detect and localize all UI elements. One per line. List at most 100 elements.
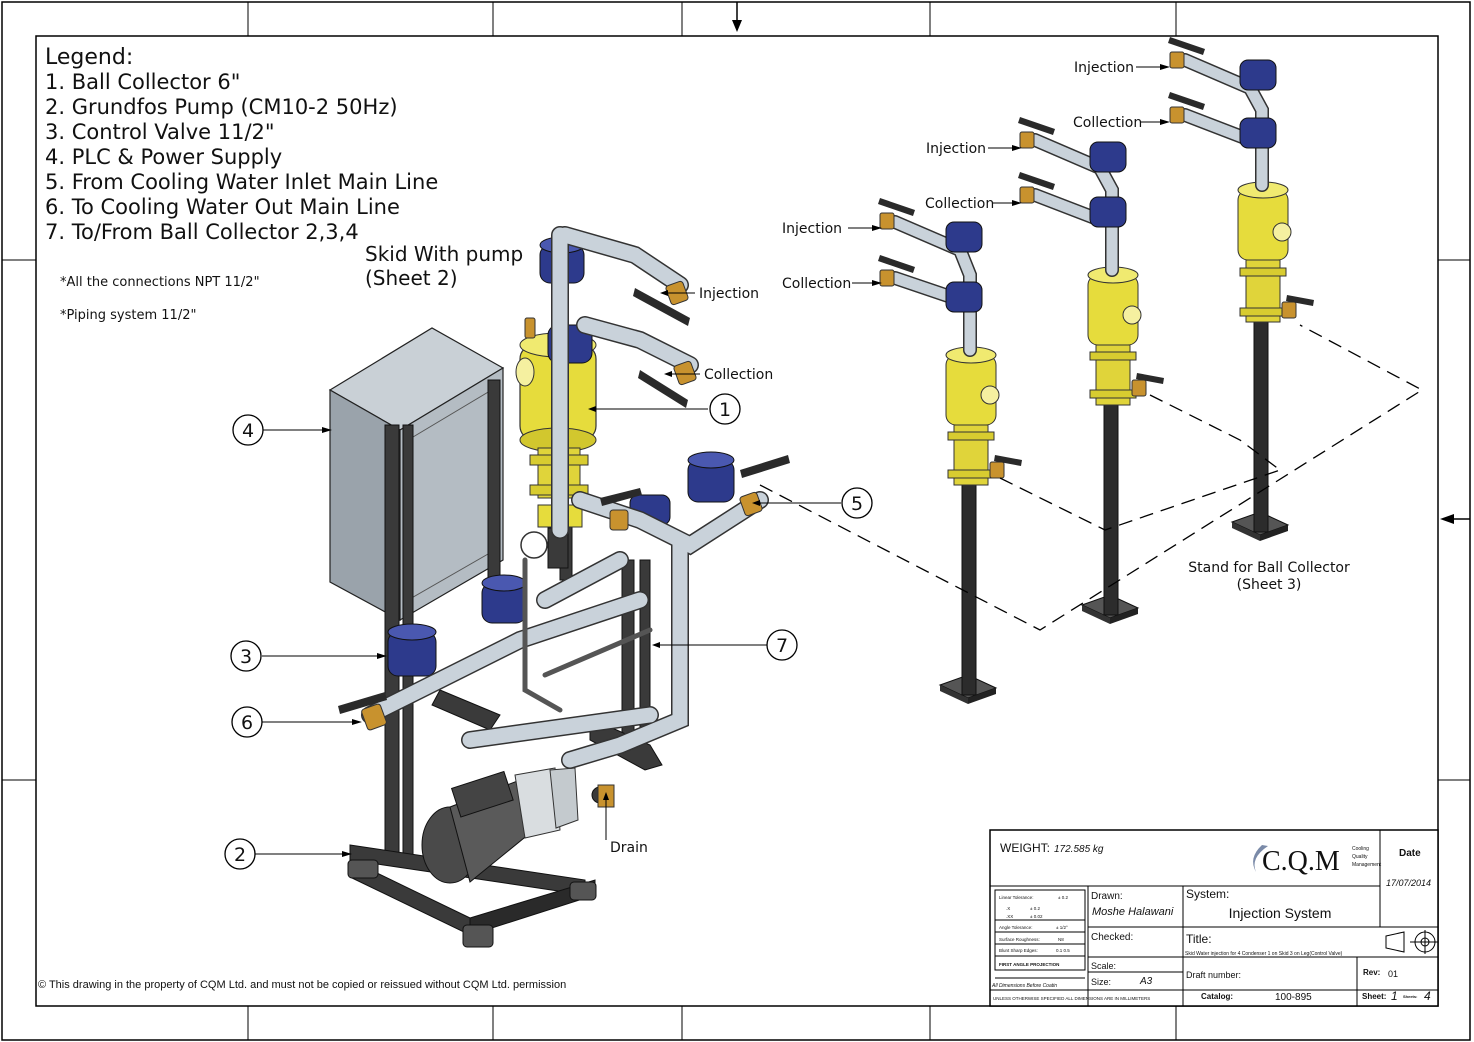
- sheet-label: Sheet:: [1362, 992, 1386, 1001]
- component-labels: Injection Collection Injection Collectio…: [610, 60, 1350, 856]
- scale-label: Scale:: [1091, 961, 1116, 971]
- balloon-2: 2: [234, 844, 246, 866]
- balloon-7: 7: [776, 635, 788, 657]
- system-label: System:: [1186, 887, 1229, 901]
- title-label: Title:: [1186, 932, 1212, 946]
- leader-arrowheads: [322, 64, 1170, 857]
- inner-border: [35, 35, 1439, 1007]
- tol-angle-value: ± 1/2°: [1056, 925, 1068, 930]
- blue-actuators-stands: [945, 59, 1277, 313]
- legend-item: 4. PLC & Power Supply: [45, 145, 282, 169]
- logo-sub-1: Cooling: [1352, 846, 1369, 852]
- size-value: A3: [1139, 976, 1153, 987]
- label-collection-b: Collection: [925, 196, 994, 212]
- tol-linear-value: ± 0.2: [1058, 895, 1068, 900]
- callout-balloons: 1 2 3 4 5 6 7: [224, 393, 873, 870]
- tol-xx-label: .XX: [1006, 914, 1013, 919]
- label-injection-skid: Injection: [699, 286, 759, 302]
- checked-label: Checked:: [1091, 932, 1133, 943]
- balloon-1: 1: [719, 399, 731, 421]
- label-injection-c: Injection: [1074, 60, 1134, 76]
- tol-xx-value: ± 0.02: [1030, 914, 1043, 919]
- pressure-gauge: [520, 531, 548, 559]
- legend-item: 2. Grundfos Pump (CM10-2 50Hz): [45, 95, 398, 119]
- tol-x-value: ± 0.2: [1030, 906, 1040, 911]
- weight-value: 172.585 kg: [1054, 844, 1104, 855]
- skid-assembly: [328, 226, 790, 948]
- title-value: Skid Water injection for 4 Condenser 1 o…: [1185, 951, 1343, 957]
- label-collection-a: Collection: [782, 276, 851, 292]
- balloon-4: 4: [242, 420, 254, 442]
- note-connections: *All the connections NPT 11/2": [60, 275, 260, 290]
- logo-sub-2: Quality: [1352, 854, 1368, 860]
- logo-sub-3: Management: [1352, 862, 1382, 868]
- tol-edges-value: 0.1 0.5: [1056, 948, 1070, 953]
- stand-sheet: (Sheet 3): [1237, 577, 1302, 593]
- skid-piping: [361, 226, 769, 769]
- legend: Legend: 1. Ball Collector 6" 2. Grundfos…: [45, 45, 438, 244]
- grundfos-pump: [421, 767, 609, 884]
- sheets-value: 4: [1424, 989, 1431, 1003]
- legend-item: 7. To/From Ball Collector 2,3,4: [45, 220, 359, 244]
- sheets-label: Sheets:: [1403, 994, 1417, 999]
- drawn-label: Drawn:: [1091, 891, 1123, 902]
- size-label: Size:: [1091, 977, 1111, 987]
- label-drain: Drain: [610, 840, 648, 856]
- unless-note: UNLESS OTHERWISE SPECIFIED ALL DIMENSION…: [993, 996, 1150, 1001]
- tol-roughness-value: N8: [1058, 937, 1064, 942]
- stand-assemblies: [878, 37, 1314, 704]
- copyright-note: © This drawing in the property of CQM Lt…: [38, 979, 566, 991]
- label-injection-b: Injection: [926, 141, 986, 157]
- center-arrow-top: [732, 2, 742, 32]
- projection-symbol: [1385, 930, 1438, 954]
- brass-fittings-skid: [361, 280, 763, 731]
- label-collection-c: Collection: [1073, 115, 1142, 131]
- center-arrow-right: [1440, 514, 1470, 524]
- legend-item: 1. Ball Collector 6": [45, 70, 240, 94]
- date-value: 17/07/2014: [1386, 878, 1431, 888]
- skid-sheet: (Sheet 2): [365, 266, 458, 290]
- legend-item: 5. From Cooling Water Inlet Main Line: [45, 170, 438, 194]
- legend-item: 3. Control Valve 11/2": [45, 120, 275, 144]
- catalog-value: 100-895: [1275, 992, 1312, 1003]
- cqm-logo: C.Q.M Cooling Quality Management: [1253, 845, 1382, 877]
- tol-x-label: .X: [1006, 906, 1010, 911]
- tol-edges-label: Blunt Sharp Edges:: [999, 948, 1038, 953]
- note-piping: *Piping system 11/2": [60, 308, 196, 323]
- drawn-value: Moshe Halawani: [1092, 906, 1174, 918]
- plc-cabinet: [328, 327, 505, 622]
- draft-label: Draft number:: [1186, 970, 1241, 980]
- title-block: WEIGHT: 172.585 kg C.Q.M Cooling Quality…: [989, 829, 1439, 1007]
- skid-title: Skid With pump: [365, 242, 523, 266]
- legend-item: 6. To Cooling Water Out Main Line: [45, 195, 400, 219]
- connection-dashed-lines: [759, 324, 1424, 631]
- stand-title: Stand for Ball Collector: [1188, 560, 1350, 576]
- logo-text: C.Q.M: [1262, 846, 1340, 877]
- tol-linear-label: Linear Tolerance:: [999, 895, 1033, 900]
- brass-fittings-stands: [879, 51, 1297, 479]
- valve-handles-stands: [878, 37, 1314, 466]
- dims-note: All Dimensions Before Coatin: [991, 983, 1057, 989]
- stand-piping: [888, 53, 1269, 357]
- stand-b: [1080, 266, 1142, 624]
- stand-c: [1230, 181, 1292, 541]
- valve-handles-skid: [338, 288, 790, 714]
- legend-title: Legend:: [45, 45, 133, 70]
- projection-label: FIRST ANGLE PROJECTION: [999, 962, 1059, 967]
- rev-label: Rev:: [1363, 968, 1380, 977]
- stand-a: [938, 346, 1000, 704]
- label-injection-a: Injection: [782, 221, 842, 237]
- rev-value: 01: [1388, 969, 1398, 979]
- tol-roughness-label: Surface Roughness:: [999, 937, 1040, 942]
- balloon-6: 6: [241, 712, 253, 734]
- tol-angle-label: Angle Tolerance:: [999, 925, 1032, 930]
- balloon-5: 5: [851, 493, 863, 515]
- weight-label: WEIGHT:: [1000, 841, 1050, 855]
- date-label: Date: [1399, 848, 1421, 859]
- system-value: Injection System: [1229, 905, 1332, 921]
- sheet-value: 1: [1391, 989, 1398, 1003]
- catalog-label: Catalog:: [1201, 992, 1233, 1001]
